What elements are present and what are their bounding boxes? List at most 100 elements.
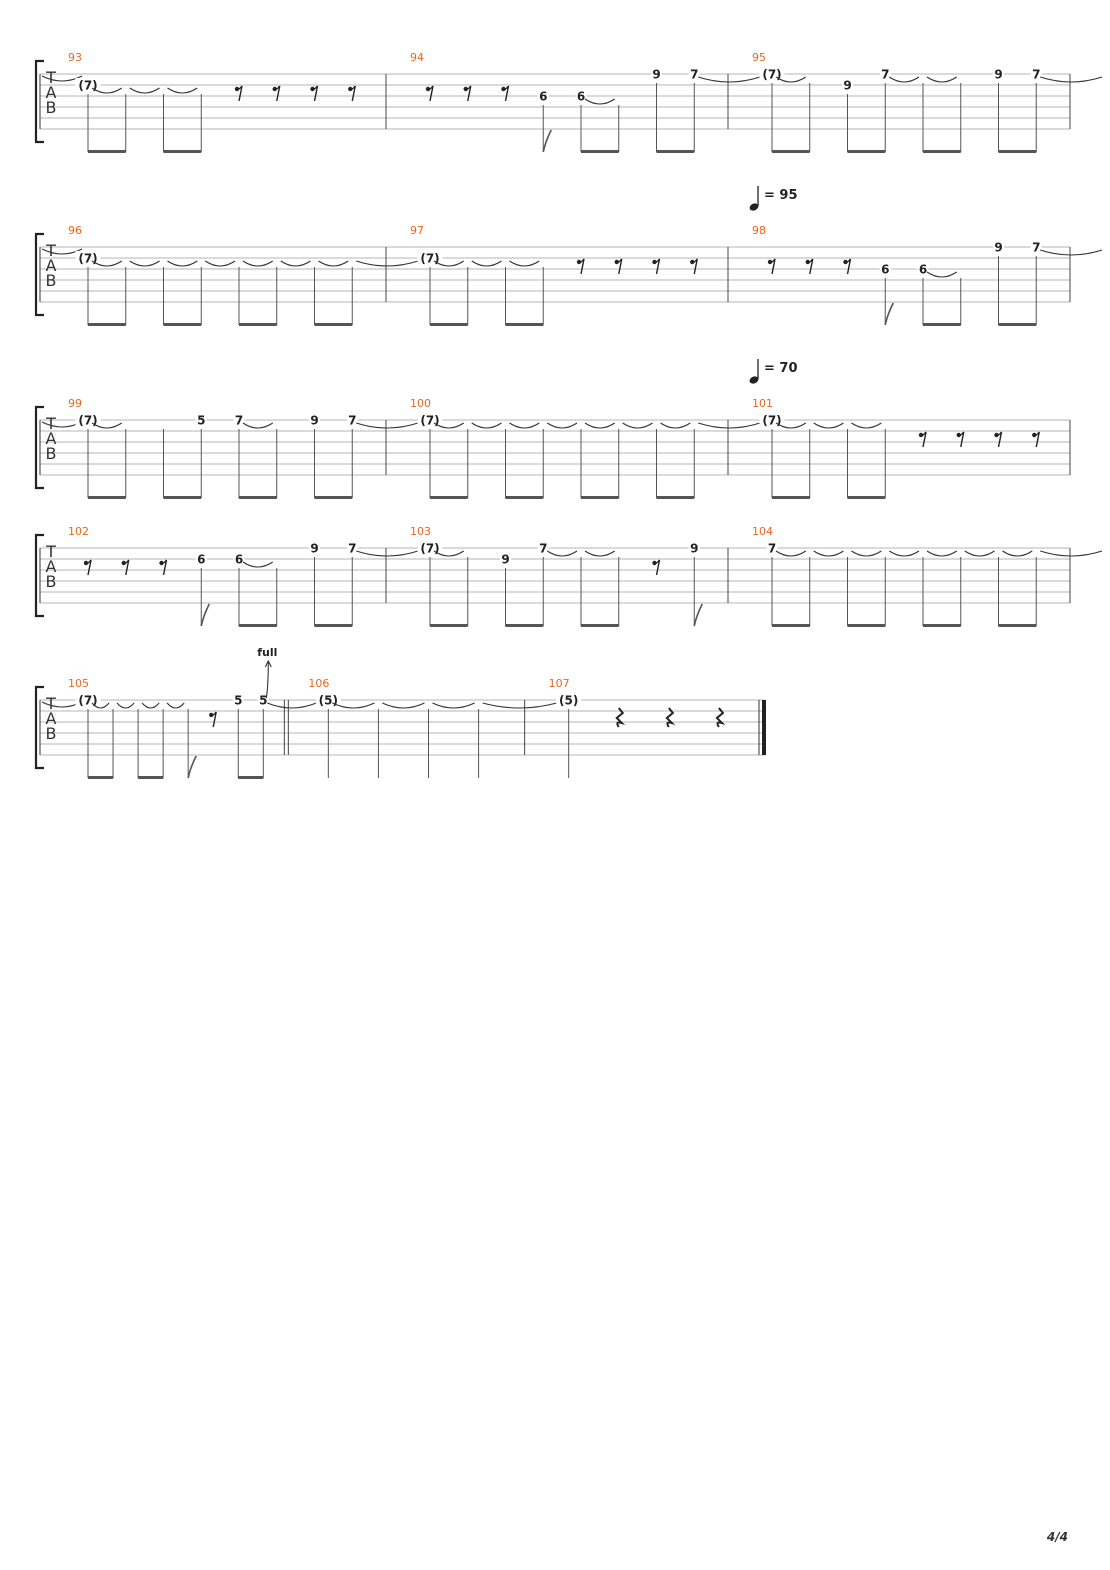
tab-clef-letter: B xyxy=(46,572,57,591)
eighth-beam xyxy=(656,150,695,153)
tie-arc xyxy=(1040,249,1103,256)
tie-arc xyxy=(1002,550,1033,557)
fret-number-bg xyxy=(195,413,207,426)
tie-arc xyxy=(433,422,465,429)
fret-number: 7 xyxy=(1032,68,1040,82)
measure-number: 95 xyxy=(752,51,766,64)
fret-number-bg xyxy=(993,240,1004,253)
fret-number: 9 xyxy=(994,241,1002,255)
measure-number: 101 xyxy=(752,397,773,410)
eighth-rest-stroke xyxy=(957,431,965,448)
eighth-flag xyxy=(187,755,197,779)
eighth-beam xyxy=(772,496,810,499)
eighth-rest-stroke xyxy=(349,85,356,102)
tie-arc xyxy=(204,260,236,267)
fret-number-bg xyxy=(233,413,245,426)
measure-number: 107 xyxy=(549,677,570,690)
eighth-beam xyxy=(239,624,277,627)
eighth-beam xyxy=(998,150,1037,153)
eighth-beam xyxy=(998,323,1037,326)
fret-number-bg xyxy=(315,693,341,706)
eighth-beam xyxy=(772,150,810,153)
eighth-beam xyxy=(238,776,264,779)
tie-arc xyxy=(167,87,198,94)
eighth-beam xyxy=(88,776,114,779)
fret-number: 9 xyxy=(994,68,1002,82)
system-bracket xyxy=(34,59,44,144)
tie-arc xyxy=(433,260,465,267)
fret-number-bg xyxy=(346,541,358,554)
fret-number-bg xyxy=(993,67,1004,80)
fret-number-bg xyxy=(500,552,511,565)
eighth-rest-stroke xyxy=(691,258,698,275)
eighth-flag xyxy=(884,302,894,326)
eighth-beam xyxy=(656,496,695,499)
fret-number: 5 xyxy=(197,414,205,428)
eighth-rest-stroke xyxy=(311,85,319,102)
fret-number-bg xyxy=(766,541,778,554)
tie-arc xyxy=(332,702,375,709)
eighth-beam xyxy=(923,150,961,153)
measure-number: 99 xyxy=(68,397,82,410)
system-bracket xyxy=(34,533,44,618)
eighth-rest-stroke xyxy=(653,559,661,576)
tab-clef-letter: A xyxy=(46,709,57,728)
eighth-rest-stroke xyxy=(426,85,434,102)
fret-number-bg xyxy=(842,78,853,91)
eighth-rest-stroke xyxy=(768,258,776,275)
eighth-beam xyxy=(88,150,126,153)
eighth-beam xyxy=(163,496,202,499)
fret-number-bg xyxy=(759,413,785,426)
eighth-beam xyxy=(505,624,544,627)
tie-arc xyxy=(546,422,578,429)
fret-number: 9 xyxy=(310,414,318,428)
tie-arc xyxy=(167,260,198,267)
fret-number-bg xyxy=(346,413,358,426)
tie-arc xyxy=(698,422,761,429)
tie-arc xyxy=(471,422,502,429)
tie-arc xyxy=(851,550,882,557)
fret-number: 7 xyxy=(235,414,243,428)
eighth-rest-stroke xyxy=(210,711,217,728)
fret-number: 7 xyxy=(690,68,698,82)
measure-number: 106 xyxy=(308,677,329,690)
eighth-rest-stroke xyxy=(615,258,623,275)
tie-arc xyxy=(318,260,349,267)
system-bracket xyxy=(34,405,44,490)
tab-clef-letter: B xyxy=(46,444,57,463)
fret-number-bg xyxy=(537,89,549,102)
fret-number-bg xyxy=(417,251,443,264)
eighth-beam xyxy=(88,496,126,499)
fret-number: (7) xyxy=(762,68,781,82)
tab-clef-letter: T xyxy=(45,68,56,87)
tab-clef-letter: A xyxy=(46,256,57,275)
eighth-rest-stroke xyxy=(502,85,510,102)
bend-arrow xyxy=(265,661,269,699)
tie-arc xyxy=(813,550,844,557)
fret-number: 6 xyxy=(577,90,585,104)
eighth-flag xyxy=(693,603,703,627)
fret-number-bg xyxy=(1030,240,1042,253)
fret-number: (7) xyxy=(78,252,97,266)
tie-arc xyxy=(926,76,958,83)
tie-arc xyxy=(775,550,807,557)
tie-arc xyxy=(432,702,475,709)
fret-number-bg xyxy=(257,693,269,706)
fret-number-bg xyxy=(556,693,582,706)
tie-arc xyxy=(813,422,844,429)
tie-arc xyxy=(166,702,185,709)
fret-number-bg xyxy=(759,67,785,80)
fret-number-bg xyxy=(195,552,207,565)
eighth-beam xyxy=(163,323,202,326)
fret-number-bg xyxy=(233,552,245,565)
tie-arc xyxy=(509,422,540,429)
tie-arc xyxy=(91,702,110,709)
system-bracket xyxy=(34,232,44,317)
eighth-beam xyxy=(772,624,810,627)
